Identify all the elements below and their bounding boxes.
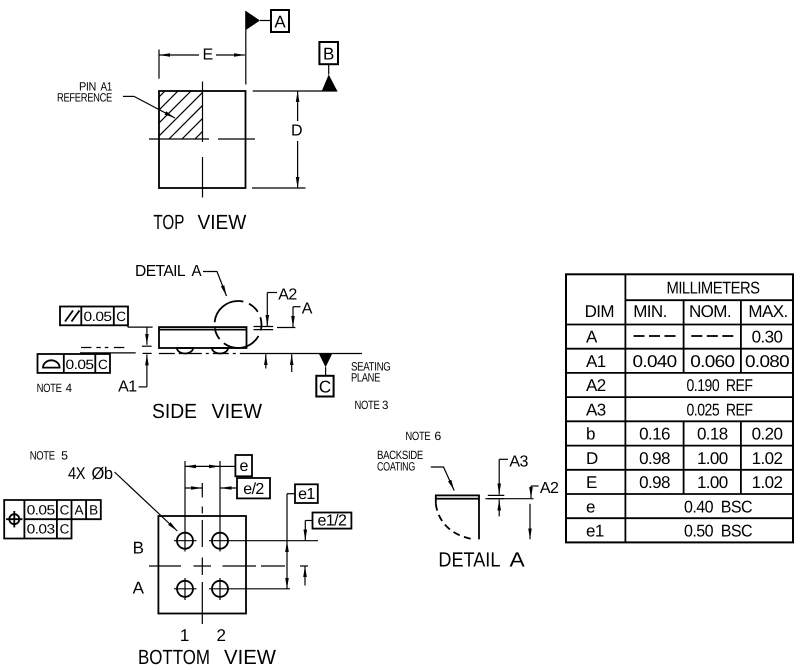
svg-text:MAX.: MAX. — [748, 302, 787, 321]
svg-text:A2: A2 — [278, 287, 297, 304]
svg-text:3: 3 — [382, 398, 389, 412]
svg-text:A: A — [510, 549, 526, 572]
svg-text:A1: A1 — [586, 352, 606, 371]
svg-text:1.00: 1.00 — [697, 473, 728, 492]
svg-text:e/2: e/2 — [243, 481, 264, 498]
svg-text:VIEW: VIEW — [224, 646, 277, 669]
svg-text:0.05: 0.05 — [27, 502, 55, 517]
svg-text:b: b — [586, 425, 595, 444]
svg-text:0.060: 0.060 — [690, 352, 734, 371]
svg-text:A: A — [302, 300, 313, 317]
svg-text:A: A — [75, 502, 84, 517]
svg-text:0.16: 0.16 — [639, 425, 670, 444]
svg-text:E: E — [586, 473, 597, 492]
svg-text:A2: A2 — [586, 376, 606, 395]
svg-text:B: B — [89, 502, 98, 517]
svg-text:B: B — [323, 44, 334, 63]
svg-text:6: 6 — [434, 429, 441, 443]
svg-text:MILLIMETERS: MILLIMETERS — [667, 279, 760, 298]
svg-text:e1: e1 — [298, 486, 315, 503]
svg-text:A3: A3 — [509, 454, 528, 471]
svg-text:NOTE: NOTE — [405, 429, 430, 443]
svg-text:C: C — [60, 522, 70, 537]
svg-text:D: D — [291, 123, 302, 140]
svg-text:0.080: 0.080 — [745, 352, 789, 371]
svg-text:VIEW: VIEW — [212, 400, 263, 423]
svg-text:A: A — [192, 263, 202, 280]
svg-text:e: e — [240, 458, 249, 475]
svg-text:VIEW: VIEW — [198, 211, 247, 234]
svg-text:A: A — [274, 12, 286, 31]
svg-text:0.03: 0.03 — [27, 522, 55, 537]
svg-text:A1: A1 — [101, 79, 113, 93]
svg-text:NOTE: NOTE — [355, 398, 380, 412]
svg-text:COATING: COATING — [377, 459, 415, 473]
svg-text:e1: e1 — [586, 522, 604, 541]
svg-text:TOP: TOP — [153, 211, 184, 234]
svg-text:NOTE: NOTE — [37, 381, 62, 395]
svg-text:1: 1 — [180, 626, 189, 645]
svg-text:0.05: 0.05 — [84, 309, 112, 324]
svg-text:NOTE: NOTE — [30, 449, 55, 463]
svg-text:NOM.: NOM. — [689, 302, 731, 321]
svg-text:DETAIL: DETAIL — [135, 263, 186, 280]
svg-text:A3: A3 — [586, 400, 606, 419]
svg-text:BACKSIDE: BACKSIDE — [377, 448, 423, 462]
svg-text:1.00: 1.00 — [697, 449, 728, 468]
svg-text:0.025 REF: 0.025 REF — [687, 400, 753, 419]
svg-text:PLANE: PLANE — [351, 371, 380, 385]
svg-text:A: A — [133, 579, 145, 598]
svg-text:D: D — [586, 449, 598, 468]
svg-text:0.50 BSC: 0.50 BSC — [684, 522, 752, 541]
svg-text:0.18: 0.18 — [697, 425, 728, 444]
svg-text:Øb: Øb — [92, 464, 113, 483]
svg-text:SIDE: SIDE — [152, 400, 197, 423]
svg-text:1.02: 1.02 — [752, 473, 783, 492]
svg-text:C: C — [116, 309, 126, 324]
svg-text:A: A — [586, 328, 598, 347]
svg-text:4X: 4X — [68, 464, 85, 483]
svg-text:B: B — [133, 538, 144, 557]
svg-text:SEATING: SEATING — [351, 360, 391, 374]
svg-text:MIN.: MIN. — [633, 302, 666, 321]
svg-text:0.30: 0.30 — [752, 328, 783, 347]
svg-text:BOTTOM: BOTTOM — [138, 646, 210, 669]
svg-text:0.040: 0.040 — [633, 352, 677, 371]
svg-text:0.98: 0.98 — [639, 473, 670, 492]
svg-text:0.20: 0.20 — [752, 425, 783, 444]
svg-text:e1/2: e1/2 — [318, 513, 347, 530]
svg-text:C: C — [319, 378, 331, 397]
svg-text:1.02: 1.02 — [752, 449, 783, 468]
svg-text:4: 4 — [66, 381, 73, 395]
svg-text:0.190 REF: 0.190 REF — [687, 376, 753, 395]
svg-text:A2: A2 — [540, 480, 559, 497]
svg-text:C: C — [60, 502, 70, 517]
svg-text:E: E — [202, 46, 212, 63]
svg-text:DETAIL: DETAIL — [438, 549, 500, 572]
svg-text:PIN: PIN — [79, 79, 96, 93]
svg-text:REFERENCE: REFERENCE — [57, 91, 112, 105]
svg-text:DIM: DIM — [585, 302, 614, 321]
svg-text:C: C — [98, 357, 108, 372]
svg-text:5: 5 — [61, 449, 68, 463]
svg-text:e: e — [586, 497, 595, 516]
svg-text:0.40 BSC: 0.40 BSC — [684, 497, 752, 516]
svg-text:0.05: 0.05 — [66, 357, 94, 372]
svg-text:0.98: 0.98 — [639, 449, 670, 468]
svg-text:2: 2 — [217, 626, 226, 645]
svg-text:A1: A1 — [118, 378, 137, 395]
